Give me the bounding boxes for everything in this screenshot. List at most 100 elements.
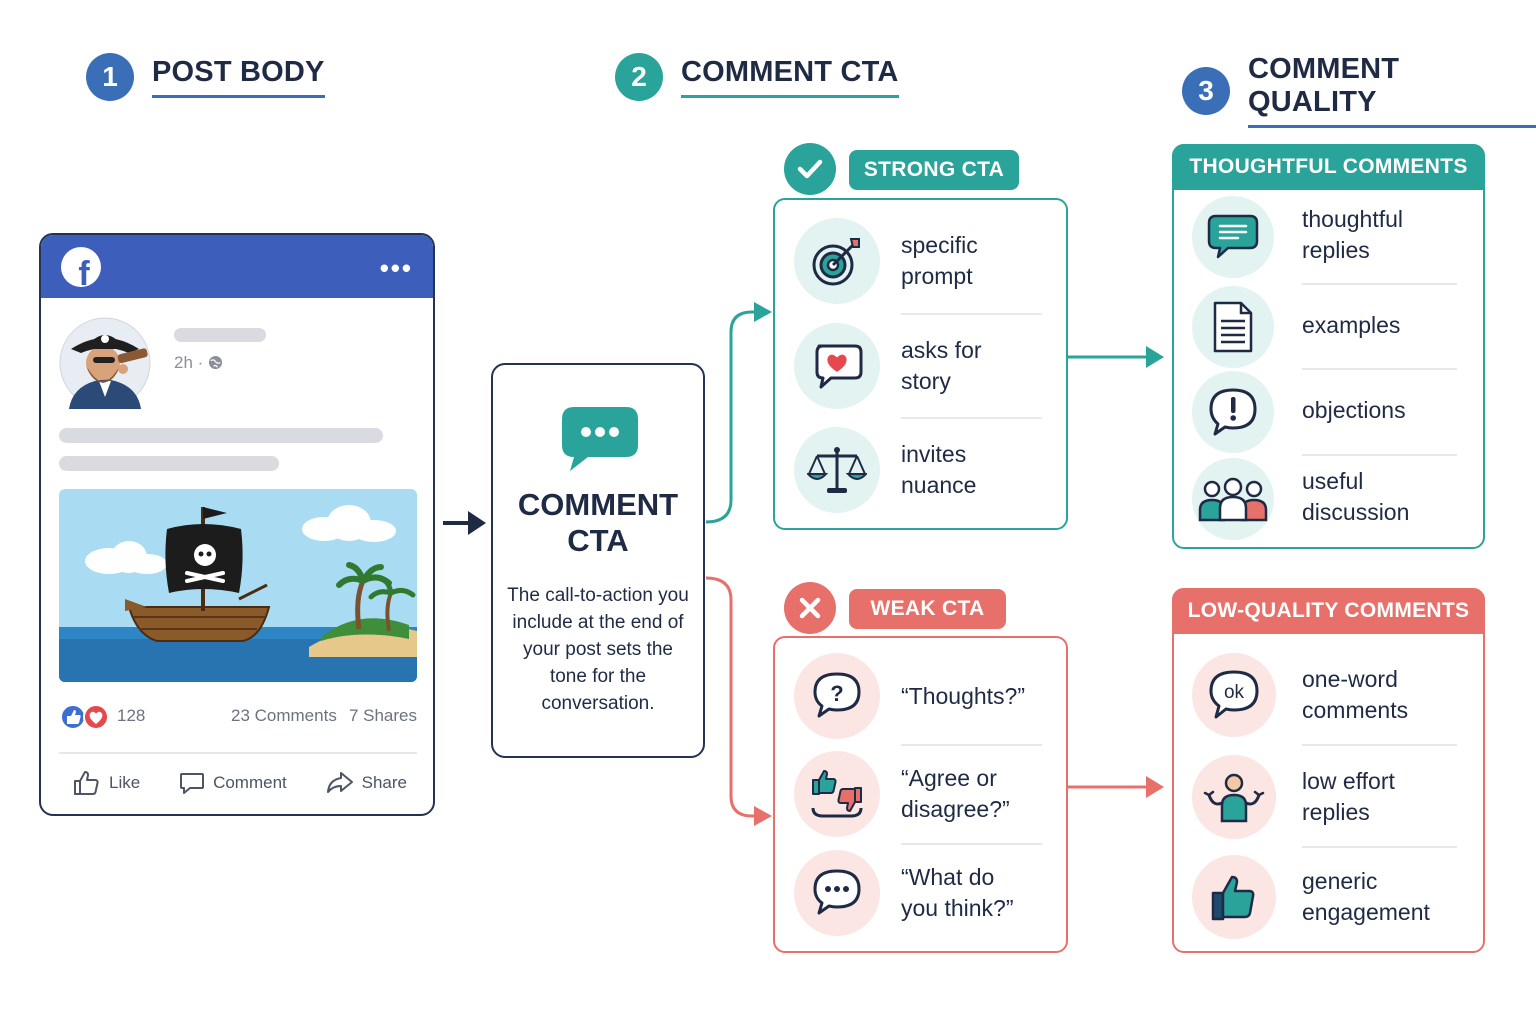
label-line: asks for <box>901 337 982 363</box>
label-line: low effort <box>1302 768 1395 794</box>
comment-cta-box: COMMENT CTA The call-to-action you inclu… <box>491 363 705 758</box>
list-item-label: one-word comments <box>1302 664 1408 726</box>
check-icon <box>784 143 836 195</box>
arrowhead <box>1146 346 1164 368</box>
divider <box>901 313 1042 315</box>
list-item: asks for story <box>775 323 1066 409</box>
label-line: “Thoughts?” <box>901 683 1026 709</box>
list-item: “Agree or disagree?” <box>775 751 1066 837</box>
facebook-post-card: f ••• 2h · <box>39 233 435 816</box>
list-item-label: asks for story <box>901 335 982 397</box>
label-line: thoughtful <box>1302 206 1404 232</box>
thumbs-up-icon <box>1192 855 1276 939</box>
list-item-label: useful discussion <box>1302 466 1409 528</box>
step-number: 2 <box>615 53 663 101</box>
list-item-label: specific prompt <box>901 230 978 292</box>
list-item: ok one-word comments <box>1174 652 1483 738</box>
label-line: story <box>901 368 951 394</box>
heart-bubble-icon <box>794 323 880 409</box>
divider <box>1302 454 1457 456</box>
comment-label: Comment <box>213 773 287 792</box>
list-item: generic engagement <box>1174 854 1483 940</box>
label-line: invites <box>901 441 967 467</box>
divider <box>1302 744 1457 746</box>
label-line: engagement <box>1302 899 1430 925</box>
pirate-avatar <box>59 317 151 409</box>
list-item-label: thoughtful replies <box>1302 204 1403 266</box>
step-number: 3 <box>1182 66 1230 115</box>
list-item-label: generic engagement <box>1302 866 1430 928</box>
list-item: invites nuance <box>775 427 1066 513</box>
divider <box>1302 368 1457 370</box>
list-item-label: “What do you think?” <box>901 862 1014 924</box>
label-line: discussion <box>1302 499 1410 525</box>
globe-icon <box>208 355 223 370</box>
strong-cta-label: STRONG CTA <box>849 150 1019 190</box>
label-line: disagree?” <box>901 796 1010 822</box>
post-time-text: 2h · <box>174 353 204 372</box>
thoughtful-comments-header: THOUGHTFUL COMMENTS <box>1172 144 1485 190</box>
label-line: replies <box>1302 237 1370 263</box>
cta-description: The call-to-action you include at the en… <box>507 585 689 714</box>
shares-count[interactable]: 7 Shares <box>348 706 417 725</box>
arrowhead <box>1146 776 1164 798</box>
speech-bubble-icon <box>562 407 638 471</box>
share-outline-icon <box>326 772 353 793</box>
step-title: COMMENT CTA <box>681 56 899 98</box>
divider <box>1302 283 1457 285</box>
text-line-placeholder <box>59 456 279 471</box>
list-item-label: examples <box>1302 310 1400 341</box>
comment-button[interactable]: Comment <box>179 770 287 796</box>
list-item-label: “Agree or disagree?” <box>901 763 1010 825</box>
scales-icon <box>794 427 880 513</box>
list-item: useful discussion <box>1174 458 1483 540</box>
list-item-label: “Thoughts?” <box>901 681 1025 712</box>
people-group-icon <box>1192 458 1274 540</box>
author-name-placeholder <box>174 328 266 342</box>
ellipsis-bubble-icon <box>794 850 880 936</box>
label-line: generic <box>1302 868 1378 894</box>
share-label: Share <box>361 773 407 792</box>
target-icon <box>794 218 880 304</box>
list-item: specific prompt <box>775 218 1066 304</box>
list-item: thoughtful replies <box>1174 196 1483 278</box>
like-button[interactable]: Like <box>73 770 140 796</box>
x-icon <box>784 582 836 634</box>
like-label: Like <box>109 773 141 792</box>
question-bubble-icon: ? <box>794 653 880 739</box>
divider <box>901 843 1042 845</box>
label-line: “Agree or <box>901 765 997 791</box>
share-button[interactable]: Share <box>326 770 407 796</box>
arrowhead <box>754 302 772 322</box>
arrowhead <box>754 806 772 826</box>
list-item: examples <box>1174 286 1483 368</box>
ok-bubble-text: ok <box>1224 682 1245 703</box>
list-item: ? “Thoughts?” <box>775 653 1066 739</box>
svg-text:?: ? <box>830 681 843 706</box>
label-line: comments <box>1302 697 1409 723</box>
more-options-icon[interactable]: ••• <box>379 253 413 283</box>
comments-count[interactable]: 23 Comments <box>231 706 337 725</box>
chat-bubble-icon <box>1192 196 1274 278</box>
label-line: examples <box>1302 312 1401 338</box>
pirate-ship-illustration <box>59 489 417 682</box>
strong-cta-panel: specific prompt asks for story <box>773 198 1068 530</box>
divider <box>901 417 1042 419</box>
exclamation-bubble-icon <box>1192 371 1274 453</box>
cta-title-line: COMMENT <box>517 487 679 522</box>
list-item-label: objections <box>1302 395 1406 426</box>
shrug-person-icon <box>1192 755 1276 839</box>
divider <box>1302 846 1457 848</box>
step-1-header: 1 POST BODY <box>86 53 325 101</box>
label-line: replies <box>1302 799 1370 825</box>
post-photo <box>59 489 417 682</box>
step-2-header: 2 COMMENT CTA <box>615 53 899 101</box>
step-title: POST BODY <box>152 56 325 98</box>
label-line: “What do <box>901 864 995 890</box>
step-number: 1 <box>86 53 134 101</box>
label-line: you think?” <box>901 895 1014 921</box>
divider <box>901 744 1042 746</box>
post-actions: Like Comment Share <box>59 752 417 812</box>
reactions-count: 128 <box>117 706 146 725</box>
